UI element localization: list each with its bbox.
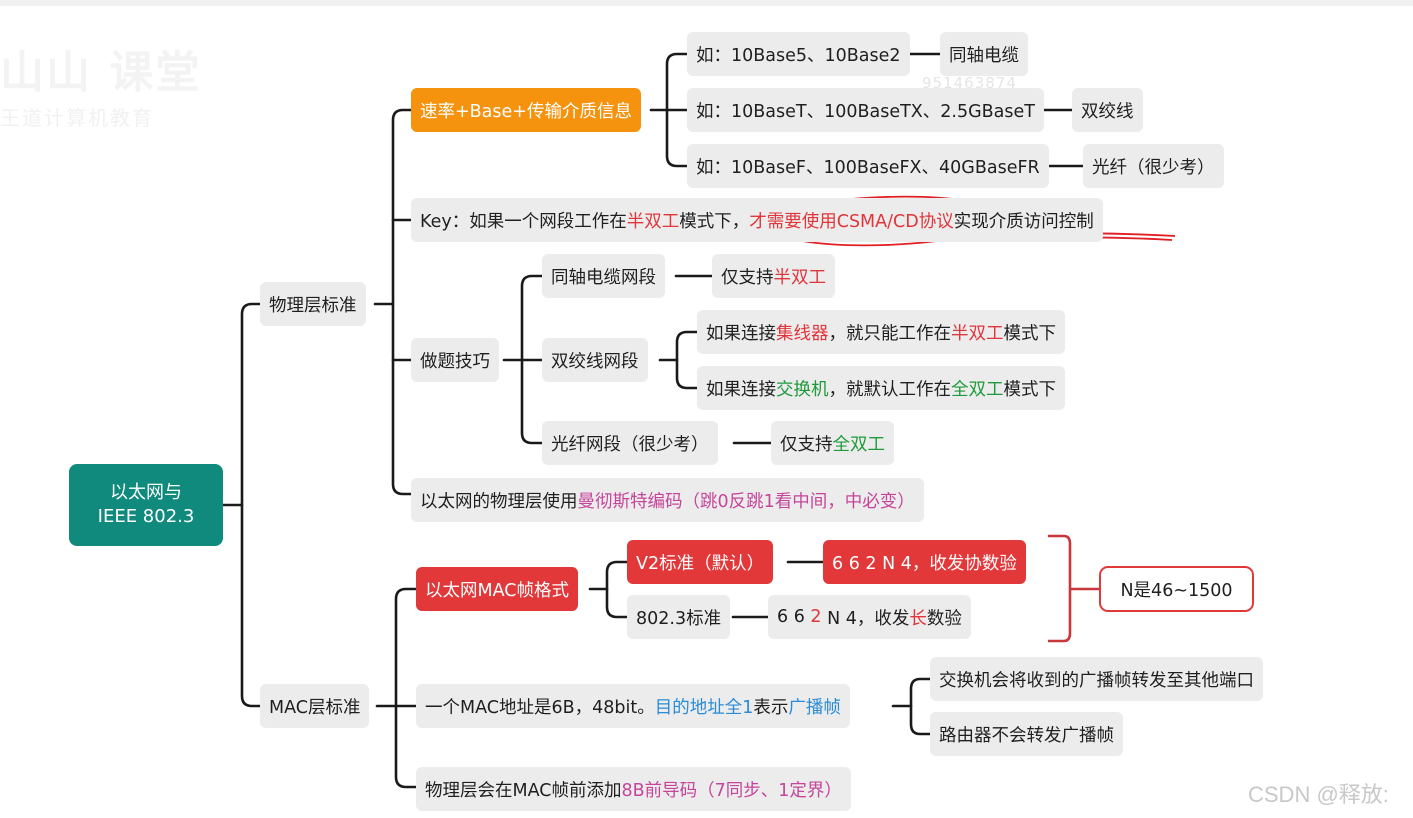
- switch-note[interactable]: 如果连接交换机，就默认工作在全双工模式下: [697, 366, 1065, 410]
- ieee8023-format-node[interactable]: 6 6 2 N 4，收发长数验: [768, 595, 971, 639]
- root-line-2: IEEE 802.3: [97, 506, 195, 527]
- switch-e: 模式下: [1003, 379, 1057, 400]
- switch-broadcast-node[interactable]: 交换机会将收到的广播帧转发至其他端口: [930, 657, 1263, 701]
- hub-d: 半双工: [951, 323, 1004, 344]
- ieee-fmt-a: 6 6: [777, 607, 811, 627]
- router-broadcast-node[interactable]: 路由器不会转发广播帧: [930, 712, 1123, 756]
- switch-b: 交换机: [776, 379, 829, 400]
- fiber-note-b: 全双工: [832, 434, 886, 455]
- coax-note-a: 仅支持: [721, 267, 774, 288]
- key-half-duplex: 半双工: [626, 211, 680, 232]
- medium-fiber[interactable]: 光纤（很少考）: [1083, 144, 1224, 188]
- hub-a: 如果连接: [706, 323, 776, 344]
- medium-twisted-pair[interactable]: 双绞线: [1072, 88, 1143, 132]
- mac-frame-format-node[interactable]: 以太网MAC帧格式: [416, 567, 578, 611]
- twisted-pair-segment-node[interactable]: 双绞线网段: [542, 338, 648, 382]
- key-text-3: 才需要使用CSMA/CD协议: [749, 211, 954, 232]
- root-line-1: 以太网与: [110, 481, 182, 503]
- switch-a: 如果连接: [706, 379, 776, 400]
- addr-b: 目的地址全1: [654, 697, 754, 718]
- addr-c: 表示: [753, 697, 789, 718]
- ieee-fmt-e: 数验: [926, 608, 962, 629]
- rate-base-medium-node[interactable]: 速率+Base+传输介质信息: [411, 88, 641, 132]
- ieee8023-standard-node[interactable]: 802.3标准: [627, 595, 731, 639]
- addr-d: 广播帧: [788, 697, 841, 718]
- n-range-node[interactable]: N是46~1500: [1099, 566, 1254, 612]
- medium-coax[interactable]: 同轴电缆: [940, 32, 1028, 76]
- hub-b: 集线器: [776, 323, 829, 344]
- tips-node[interactable]: 做题技巧: [411, 338, 499, 382]
- hub-note[interactable]: 如果连接集线器，就只能工作在半双工模式下: [697, 310, 1065, 354]
- hub-e: 模式下: [1003, 323, 1057, 344]
- key-text-1: Key：如果一个网段工作在: [420, 211, 627, 232]
- fiber-note-a: 仅支持: [780, 434, 833, 455]
- mac-layer-node[interactable]: MAC层标准: [260, 684, 370, 728]
- preamble-b: 8B前导码（7同步、1定界）: [621, 780, 842, 801]
- coax-segment-node[interactable]: 同轴电缆网段: [542, 254, 665, 298]
- example-twisted-pair[interactable]: 如：10BaseT、100BaseTX、2.5GBaseT: [687, 88, 1044, 132]
- example-fiber[interactable]: 如：10BaseF、100BaseFX、40GBaseFR: [687, 144, 1049, 188]
- hub-c: ，就只能工作在: [828, 323, 952, 344]
- fiber-note[interactable]: 仅支持全双工: [771, 421, 894, 465]
- coax-note-b: 半双工: [773, 267, 827, 288]
- v2-format-node[interactable]: 6 6 2 N 4，收发协数验: [823, 540, 1026, 584]
- brand-watermark-sub: 王道计算机教育: [0, 106, 154, 130]
- coax-note[interactable]: 仅支持半双工: [712, 254, 835, 298]
- physical-layer-node[interactable]: 物理层标准: [260, 282, 366, 326]
- top-strip: [0, 0, 1413, 6]
- key-csma-cd-node[interactable]: Key：如果一个网段工作在半双工模式下，才需要使用CSMA/CD协议实现介质访问…: [411, 198, 1103, 242]
- preamble-a: 物理层会在MAC帧前添加: [425, 780, 622, 801]
- manchester-node[interactable]: 以太网的物理层使用曼彻斯特编码（跳0反跳1看中间，中必变）: [411, 478, 924, 522]
- switch-c: ，就默认工作在: [828, 379, 952, 400]
- switch-d: 全双工: [951, 379, 1004, 400]
- ieee-fmt-b: 2: [810, 607, 822, 627]
- manchester-a: 以太网的物理层使用: [420, 491, 578, 512]
- ieee-fmt-c: N 4，收发: [821, 608, 910, 629]
- key-text-4: 实现介质访问控制: [953, 211, 1094, 232]
- manchester-b: 曼彻斯特编码（跳0反跳1看中间，中必变）: [577, 491, 915, 512]
- v2-standard-node[interactable]: V2标准（默认）: [627, 540, 774, 584]
- brand-watermark: 山山 课堂: [0, 47, 202, 98]
- root-node[interactable]: 以太网与 IEEE 802.3: [69, 464, 223, 546]
- id-watermark: 951463874: [922, 74, 1017, 92]
- example-coax[interactable]: 如：10Base5、10Base2: [687, 32, 910, 76]
- fiber-segment-node[interactable]: 光纤网段（很少考）: [542, 421, 718, 465]
- csdn-watermark: CSDN @释放:: [1248, 782, 1389, 807]
- ieee-fmt-d: 长: [909, 608, 927, 629]
- addr-a: 一个MAC地址是6B，48bit。: [425, 697, 655, 718]
- key-text-2: 模式下，: [679, 211, 750, 232]
